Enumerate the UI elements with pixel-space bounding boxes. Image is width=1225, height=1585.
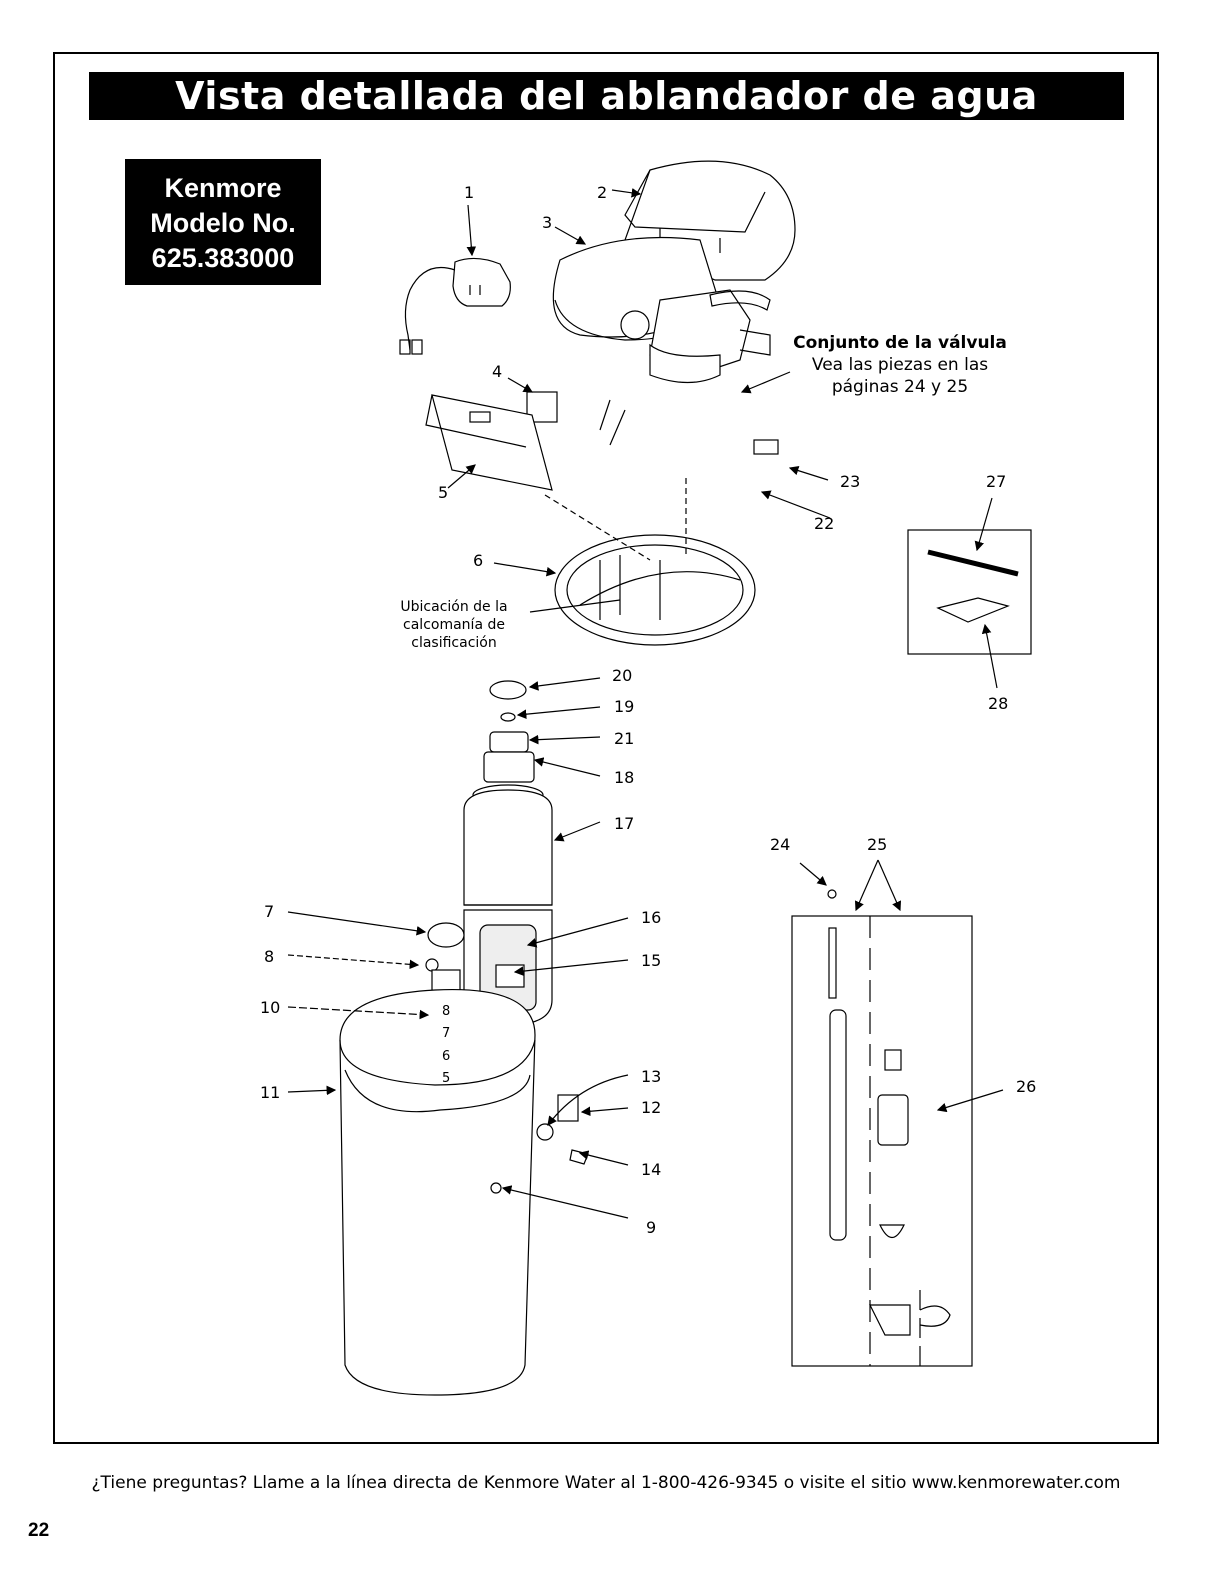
decal-location-note: Ubicación de la calcomanía de clasificac… xyxy=(384,598,524,652)
callout-3: 3 xyxy=(542,213,552,232)
resin-tank-part xyxy=(463,784,553,906)
grommet-part xyxy=(536,1123,554,1141)
callout-27: 27 xyxy=(986,472,1006,491)
valve-assembly-note: Conjunto de la válvula Vea las piezas en… xyxy=(780,332,1020,398)
page-frame xyxy=(53,52,1159,1444)
decal-note-line1: Ubicación de la xyxy=(400,599,508,615)
bracket-part xyxy=(425,394,553,491)
brine-valve-inset xyxy=(791,915,973,1367)
callout-26: 26 xyxy=(1016,1077,1036,1096)
inset-box-27-28 xyxy=(907,529,1032,655)
brine-cap-part xyxy=(427,922,465,948)
callout-12: 12 xyxy=(641,1098,661,1117)
callout-18: 18 xyxy=(614,768,634,787)
callout-14: 14 xyxy=(641,1160,661,1179)
upper-distributor-part xyxy=(483,751,535,783)
valve-note-line2: páginas 24 y 25 xyxy=(831,377,969,397)
tank-collar-part xyxy=(554,534,756,646)
gasket-part xyxy=(753,439,779,455)
valve-assembly-part xyxy=(599,289,771,446)
decal-note-line3: clasificación xyxy=(411,635,497,651)
callout-11: 11 xyxy=(260,1083,280,1102)
hose-clamp-part xyxy=(569,1149,589,1165)
callout-7: 7 xyxy=(264,902,274,921)
model-number: 625.383000 xyxy=(151,243,295,273)
callout-10: 10 xyxy=(260,998,280,1017)
o-ring-part xyxy=(489,680,527,700)
tube-mark-7: 7 xyxy=(442,1026,450,1041)
page-title: Vista detallada del ablandador de agua xyxy=(89,72,1124,120)
callout-13: 13 xyxy=(641,1067,661,1086)
model-label: Modelo No. xyxy=(150,208,296,238)
callout-8: 8 xyxy=(264,947,274,966)
tube-mark-6: 6 xyxy=(442,1049,450,1064)
valve-note-heading: Conjunto de la válvula xyxy=(793,333,1007,353)
callout-6: 6 xyxy=(473,551,483,570)
plug-part xyxy=(490,1182,502,1194)
model-brand: Kenmore xyxy=(164,173,282,203)
callout-22: 22 xyxy=(814,514,834,533)
footer-help-line: ¿Tiene preguntas? Llame a la línea direc… xyxy=(91,1473,1121,1493)
callout-20: 20 xyxy=(612,666,632,685)
model-badge: Kenmore Modelo No. 625.383000 xyxy=(125,159,321,285)
page-number: 22 xyxy=(28,1520,50,1541)
callout-24: 24 xyxy=(770,835,790,854)
retainer-clip-part xyxy=(425,958,439,972)
tube-mark-5: 5 xyxy=(442,1071,450,1086)
transformer-part xyxy=(399,257,511,355)
salt-tank-part xyxy=(339,988,536,1396)
callout-21: 21 xyxy=(614,729,634,748)
callout-28: 28 xyxy=(988,694,1008,713)
callout-16: 16 xyxy=(641,908,661,927)
callout-1: 1 xyxy=(464,183,474,202)
decal-note-line2: calcomanía de xyxy=(403,617,505,633)
callout-15: 15 xyxy=(641,951,661,970)
callout-17: 17 xyxy=(614,814,634,833)
distributor-cap-part xyxy=(489,731,529,753)
clip-part xyxy=(709,290,771,311)
overflow-fitting-part xyxy=(557,1094,579,1122)
callout-2: 2 xyxy=(597,183,607,202)
callout-9: 9 xyxy=(646,1218,656,1237)
callout-25: 25 xyxy=(867,835,887,854)
callout-4: 4 xyxy=(492,362,502,381)
callout-5: 5 xyxy=(438,483,448,502)
callout-19: 19 xyxy=(614,697,634,716)
valve-note-line1: Vea las piezas en las xyxy=(811,355,989,375)
small-o-ring-part xyxy=(500,712,516,722)
tube-mark-8: 8 xyxy=(442,1004,450,1019)
callout-23: 23 xyxy=(840,472,860,491)
